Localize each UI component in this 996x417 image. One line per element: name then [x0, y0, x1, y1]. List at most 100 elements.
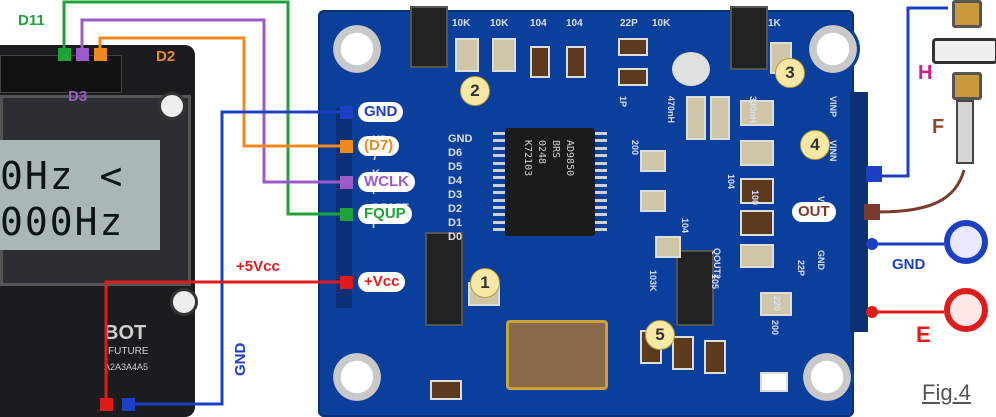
e-out-terminal	[866, 306, 878, 318]
silk-value: 1K	[768, 18, 781, 29]
chip-pin	[595, 213, 607, 217]
badge-1: 1	[470, 268, 500, 298]
probe-wire	[878, 6, 948, 178]
silk-label: I	[372, 219, 376, 231]
shield-brand-sub: FUTURE	[108, 346, 149, 357]
smd-capacitor	[530, 46, 550, 78]
shield-pin-labels: A2A3A4A5	[104, 362, 149, 372]
smd-inductor	[740, 100, 774, 126]
badge-5: 5	[645, 320, 675, 350]
silk-label: D6	[448, 147, 463, 159]
silk-value: 104	[566, 18, 583, 29]
smd-resistor	[455, 38, 479, 72]
chip-pin	[595, 154, 607, 158]
chip-pin	[493, 132, 505, 135]
module-mount-hole-tl	[330, 22, 384, 76]
jumper-5	[676, 250, 714, 326]
silk-value: 10K	[652, 18, 671, 29]
fqup-pin-label: FQUP	[358, 204, 412, 224]
out-terminal	[864, 204, 880, 220]
out-wire	[877, 169, 966, 214]
gnd-rail-label: GND	[232, 342, 249, 376]
d2-terminal	[94, 48, 107, 61]
wclk-wire	[80, 18, 342, 184]
probe-f-component	[956, 100, 974, 164]
silk-pin-names: GND D6 D5 D4 D3 D2 D1 D0	[448, 132, 472, 244]
jumper-1	[425, 232, 463, 326]
smd-resistor	[740, 244, 774, 268]
silk-label: D2	[448, 203, 463, 215]
smd-resistor	[640, 190, 666, 212]
fqup-pin-terminal	[340, 208, 353, 221]
module-mount-hole-tr	[806, 22, 860, 76]
jumper-3	[730, 6, 768, 70]
wclk-pin-label: WCLK	[358, 172, 415, 192]
vcc-pin-label: +Vcc	[358, 272, 406, 292]
smd-resistor	[492, 38, 516, 72]
d3-terminal	[76, 48, 89, 61]
header-pin-strip	[0, 55, 122, 93]
module-mount-hole-br	[800, 350, 854, 404]
chip-pin	[595, 183, 607, 187]
chip-pin	[493, 213, 505, 217]
lcd-mount-hole-top	[158, 92, 186, 120]
chip-pin	[493, 191, 505, 195]
smd-capacitor	[618, 68, 648, 86]
chip-pin	[493, 220, 505, 224]
chip-pin	[493, 154, 505, 158]
smd-resistor	[760, 292, 792, 316]
smd-inductor	[710, 96, 730, 140]
shield-brand: BOT	[104, 322, 147, 344]
smd-resistor	[640, 150, 666, 172]
chip-pin	[595, 191, 607, 195]
silk-value: 104	[530, 18, 547, 29]
lcd-screen: 0Hz < 000Hz	[0, 140, 160, 250]
chip-pin	[595, 220, 607, 224]
smd-capacitor	[740, 210, 774, 236]
chip-pin	[595, 169, 607, 172]
probe-tip-top	[952, 0, 982, 28]
vcc-wire	[104, 280, 342, 404]
d7-wire	[98, 36, 342, 148]
jumper-2	[410, 6, 448, 68]
silk-label: D5	[448, 161, 463, 173]
smd-capacitor	[740, 178, 774, 204]
badge-2: 2	[460, 76, 490, 106]
chip-pin	[595, 176, 607, 180]
badge-3: 3	[775, 58, 805, 88]
d3-label: D3	[68, 88, 88, 105]
crystal-oscillator	[506, 320, 608, 390]
chip-pin	[493, 146, 505, 150]
smd-capacitor	[618, 38, 648, 56]
ad9850-chip: AD9850 BRS 0248 K72103	[505, 128, 595, 236]
chip-pin	[493, 228, 505, 232]
smd-capacitor	[566, 46, 586, 78]
figure-caption: Fig.4	[922, 380, 971, 405]
chip-pin	[595, 161, 607, 165]
d11-label: D11	[18, 12, 45, 29]
chip-pin	[493, 161, 505, 165]
chip-pin	[493, 198, 505, 202]
chip-pin	[493, 183, 505, 187]
e-output-label: E	[916, 322, 931, 347]
chip-pin	[595, 206, 607, 209]
module-mount-hole-bl	[330, 350, 384, 404]
chip-pin	[493, 176, 505, 180]
vcc-shield-terminal	[100, 398, 113, 411]
chip-pin	[595, 146, 607, 150]
badge-4: 4	[800, 130, 830, 160]
trim-potentiometer	[672, 52, 710, 86]
smd-capacitor	[672, 336, 694, 370]
chip-pin	[493, 169, 505, 172]
gnd-out-terminal	[866, 238, 878, 250]
gnd-pin-label: GND	[358, 102, 404, 122]
led	[760, 372, 788, 392]
d7-pin-label: (D7)	[358, 136, 400, 156]
wclk-pin-terminal	[340, 176, 353, 189]
lcd-line-2: 000Hz	[0, 200, 125, 244]
smd-resistor	[655, 236, 681, 258]
chip-pin	[595, 139, 607, 143]
silk-label: GND	[448, 133, 473, 145]
gnd-wire	[128, 110, 342, 406]
